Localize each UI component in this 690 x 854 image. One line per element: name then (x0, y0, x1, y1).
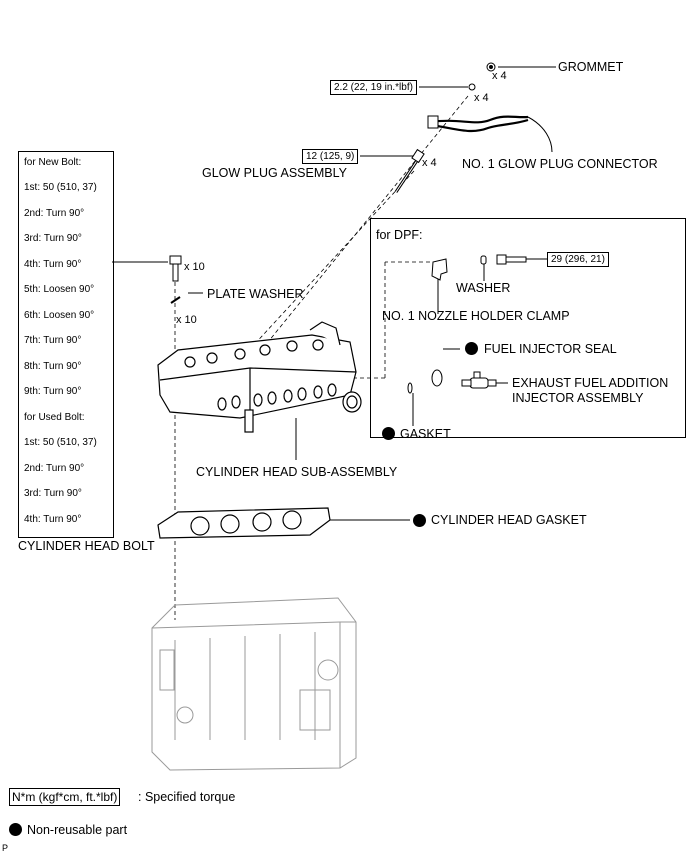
table-row: 1st: 50 (510, 37) (24, 182, 97, 193)
table-row: 9th: Turn 90° (24, 386, 82, 397)
nozzle-holder-clamp-label: NO. 1 NOZZLE HOLDER CLAMP (382, 309, 570, 323)
exhaust-injector-label-1: EXHAUST FUEL ADDITION (512, 376, 669, 390)
dpf-panel (370, 218, 686, 438)
glow-plug-connector-label: NO. 1 GLOW PLUG CONNECTOR (462, 157, 658, 171)
glow-plug-part (394, 148, 425, 193)
plate-washer-label: PLATE WASHER (207, 287, 304, 301)
table-row: 6th: Loosen 90° (24, 310, 95, 321)
legend-torque-text: : Specified torque (138, 790, 236, 804)
head-bolt-qty: x 10 (184, 261, 205, 273)
table-row: 8th: Turn 90° (24, 361, 82, 372)
non-reusable-icon (413, 514, 426, 527)
washer-label: WASHER (456, 281, 511, 295)
table-row: 1st: 50 (510, 37) (24, 437, 97, 448)
dashed-guides (174, 95, 469, 620)
corner-mark: P (2, 843, 9, 853)
connector-nut-torque: 2.2 (22, 19 in.*lbf) (330, 80, 417, 95)
table-row: 7th: Turn 90° (24, 335, 82, 346)
table-row: 4th: Turn 90° (24, 514, 82, 525)
glow-plug-qty: x 4 (422, 157, 437, 169)
cylinder-head-bolt-label: CYLINDER HEAD BOLT (18, 539, 155, 553)
cylinder-head-sub-assembly-label: CYLINDER HEAD SUB-ASSEMBLY (196, 465, 398, 479)
table-row: for Used Bolt: (24, 412, 85, 423)
fuel-injector-seal-part (431, 369, 443, 387)
connector-nut-qty: x 4 (474, 92, 489, 104)
head-bolt-part (169, 255, 182, 282)
legend-torque-box: N*m (kgf*cm, ft.*lbf) (9, 788, 121, 806)
table-row: 5th: Loosen 90° (24, 284, 95, 295)
gasket-part (407, 382, 413, 394)
grommet-part (486, 62, 496, 72)
exhaust-injector-part (461, 371, 497, 389)
bolt-torque-table: for New Bolt: 1st: 50 (510, 37) 2nd: Tur… (18, 151, 114, 538)
cylinder-head-gasket-label: CYLINDER HEAD GASKET (431, 513, 587, 527)
non-reusable-icon (465, 342, 478, 355)
glow-plug-torque: 12 (125, 9) (302, 149, 359, 164)
table-row: 2nd: Turn 90° (24, 463, 85, 474)
plate-washer-qty: x 10 (176, 314, 197, 326)
table-row: 3rd: Turn 90° (24, 233, 82, 244)
glow-plug-assembly-label: GLOW PLUG ASSEMBLY (202, 166, 347, 180)
gasket-label: GASKET (400, 427, 451, 441)
cylinder-head-part (157, 321, 362, 433)
for-dpf-label: for DPF: (376, 228, 423, 242)
washer-part (480, 255, 487, 265)
fuel-injector-seal-label: FUEL INJECTOR SEAL (484, 342, 617, 356)
dpf-bolt-part (496, 254, 527, 265)
plate-washer-part (170, 296, 181, 304)
exhaust-injector-label-2: INJECTOR ASSEMBLY (512, 391, 644, 405)
grommet-label: GROMMET (558, 60, 624, 74)
cylinder-block-part (151, 597, 357, 771)
head-gasket-part (157, 507, 331, 539)
nozzle-clamp-part (431, 258, 448, 281)
dpf-bolt-torque: 29 (296, 21) (547, 252, 609, 267)
table-row: 3rd: Turn 90° (24, 488, 82, 499)
non-reusable-icon (382, 427, 395, 440)
table-row: for New Bolt: (24, 157, 82, 168)
connector-nut-part (468, 83, 476, 91)
table-row: 4th: Turn 90° (24, 259, 82, 270)
legend-nonreusable-text: Non-reusable part (27, 823, 128, 837)
table-row: 2nd: Turn 90° (24, 208, 85, 219)
glow-plug-connector-part (429, 115, 529, 133)
grommet-qty: x 4 (492, 70, 507, 82)
non-reusable-icon (9, 823, 22, 836)
